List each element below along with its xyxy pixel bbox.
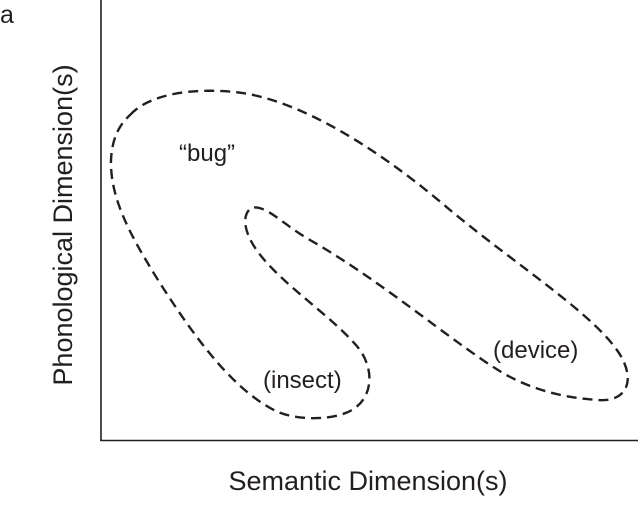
panel-label: a [0,1,14,29]
bug-region-outline [109,89,629,420]
device-region-label: (device) [493,337,578,364]
word-label: “bug” [179,140,235,167]
x-axis-label: Semantic Dimension(s) [228,466,507,496]
y-axis-label: Phonological Dimension(s) [48,64,78,385]
insect-region-label: (insect) [263,367,342,394]
